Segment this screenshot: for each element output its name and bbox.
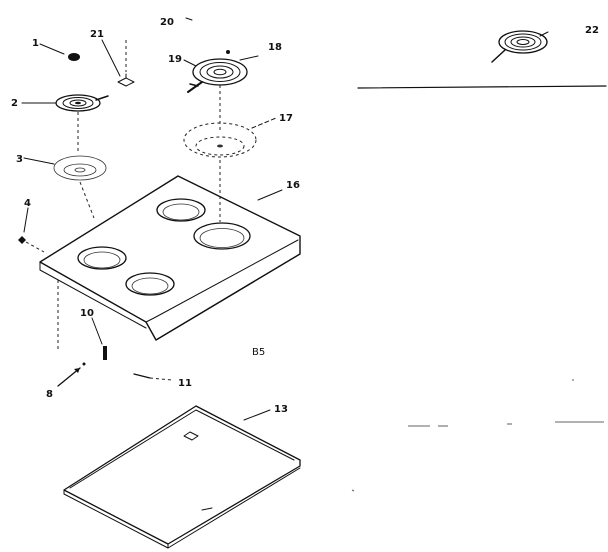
screw-8 (57, 362, 86, 387)
callout-2: 2 (11, 98, 18, 109)
callout-19: 19 (168, 54, 182, 65)
stray-mark (351, 489, 355, 492)
panel-13 (63, 405, 301, 549)
callout-4: 4 (24, 198, 31, 209)
screw-4 (18, 207, 45, 253)
screw-10 (91, 317, 107, 360)
callout-20: 20 (160, 17, 174, 28)
callout-1: 1 (32, 38, 39, 49)
section-code: B5 (252, 347, 265, 358)
surface-element-2 (21, 94, 109, 112)
surface-element-22 (491, 30, 549, 63)
knob-1 (39, 43, 80, 61)
cooktop-16 (39, 175, 301, 341)
callout-22: 22 (585, 25, 599, 36)
clip-11 (133, 373, 173, 381)
drip-pan-17 (183, 117, 277, 158)
callout-17: 17 (279, 113, 293, 124)
faint-dash-marks (408, 379, 604, 427)
callout-11: 11 (178, 378, 192, 389)
section-divider-line (357, 85, 607, 89)
mark-20 (185, 17, 193, 21)
callout-13: 13 (274, 404, 288, 415)
bracket-21 (101, 39, 135, 87)
callout-3: 3 (16, 154, 23, 165)
drip-pan-3 (23, 155, 107, 181)
callout-10: 10 (80, 308, 94, 319)
callout-16: 16 (286, 180, 300, 191)
surface-element-19 (183, 50, 259, 93)
callout-18: 18 (268, 42, 282, 53)
callout-21: 21 (90, 29, 104, 40)
callout-8: 8 (46, 389, 53, 400)
